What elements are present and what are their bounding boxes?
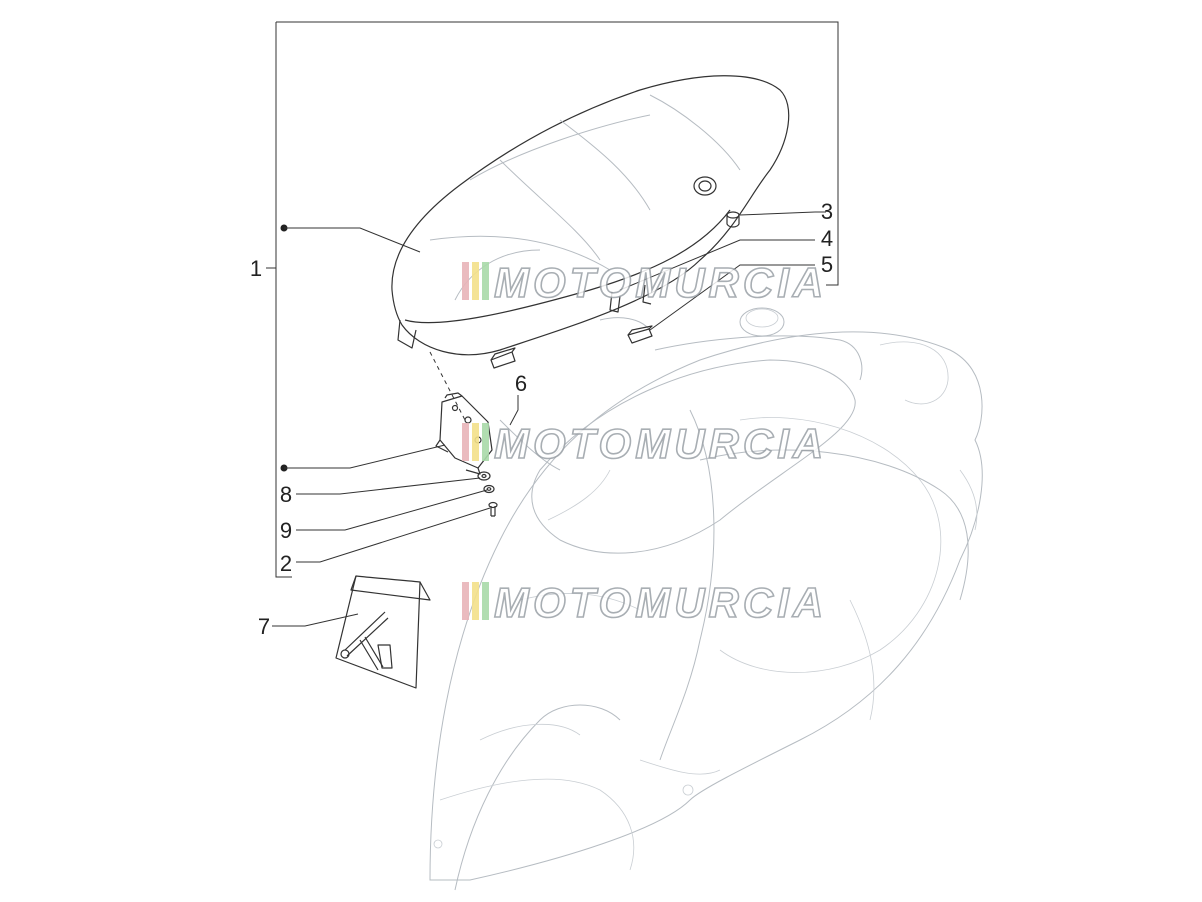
callout-4: 4 <box>821 226 833 251</box>
leader-lines <box>272 211 826 627</box>
rubber-pad-5-left <box>490 347 516 369</box>
callout-1: 1 <box>250 256 262 281</box>
callout-3: 3 <box>821 199 833 224</box>
bolt-2 <box>488 501 498 517</box>
callout-7: 7 <box>258 614 270 639</box>
rubber-pad-5-right <box>627 325 653 344</box>
callout-2: 2 <box>280 551 292 576</box>
callout-9: 9 <box>280 518 292 543</box>
watermark-logo-2: MOTOMURCIA <box>462 419 827 468</box>
watermark-logo-1: MOTOMURCIA <box>462 258 827 307</box>
svg-text:MOTOMURCIA: MOTOMURCIA <box>494 579 827 626</box>
washer-9 <box>483 484 495 494</box>
assembly-dash-line <box>429 351 466 421</box>
svg-text:MOTOMURCIA: MOTOMURCIA <box>494 420 827 467</box>
callout-6: 6 <box>515 371 527 396</box>
svg-text:MOTOMURCIA: MOTOMURCIA <box>494 259 827 306</box>
group-bracket-line <box>275 21 839 578</box>
seat-drawing <box>391 75 790 356</box>
washer-8 <box>477 471 491 481</box>
bumper-part-3 <box>726 211 740 228</box>
watermark-logo-3: MOTOMURCIA <box>462 578 827 627</box>
callout-8: 8 <box>280 482 292 507</box>
callout-5: 5 <box>821 252 833 277</box>
tool-kit-bag-drawing <box>335 575 431 689</box>
